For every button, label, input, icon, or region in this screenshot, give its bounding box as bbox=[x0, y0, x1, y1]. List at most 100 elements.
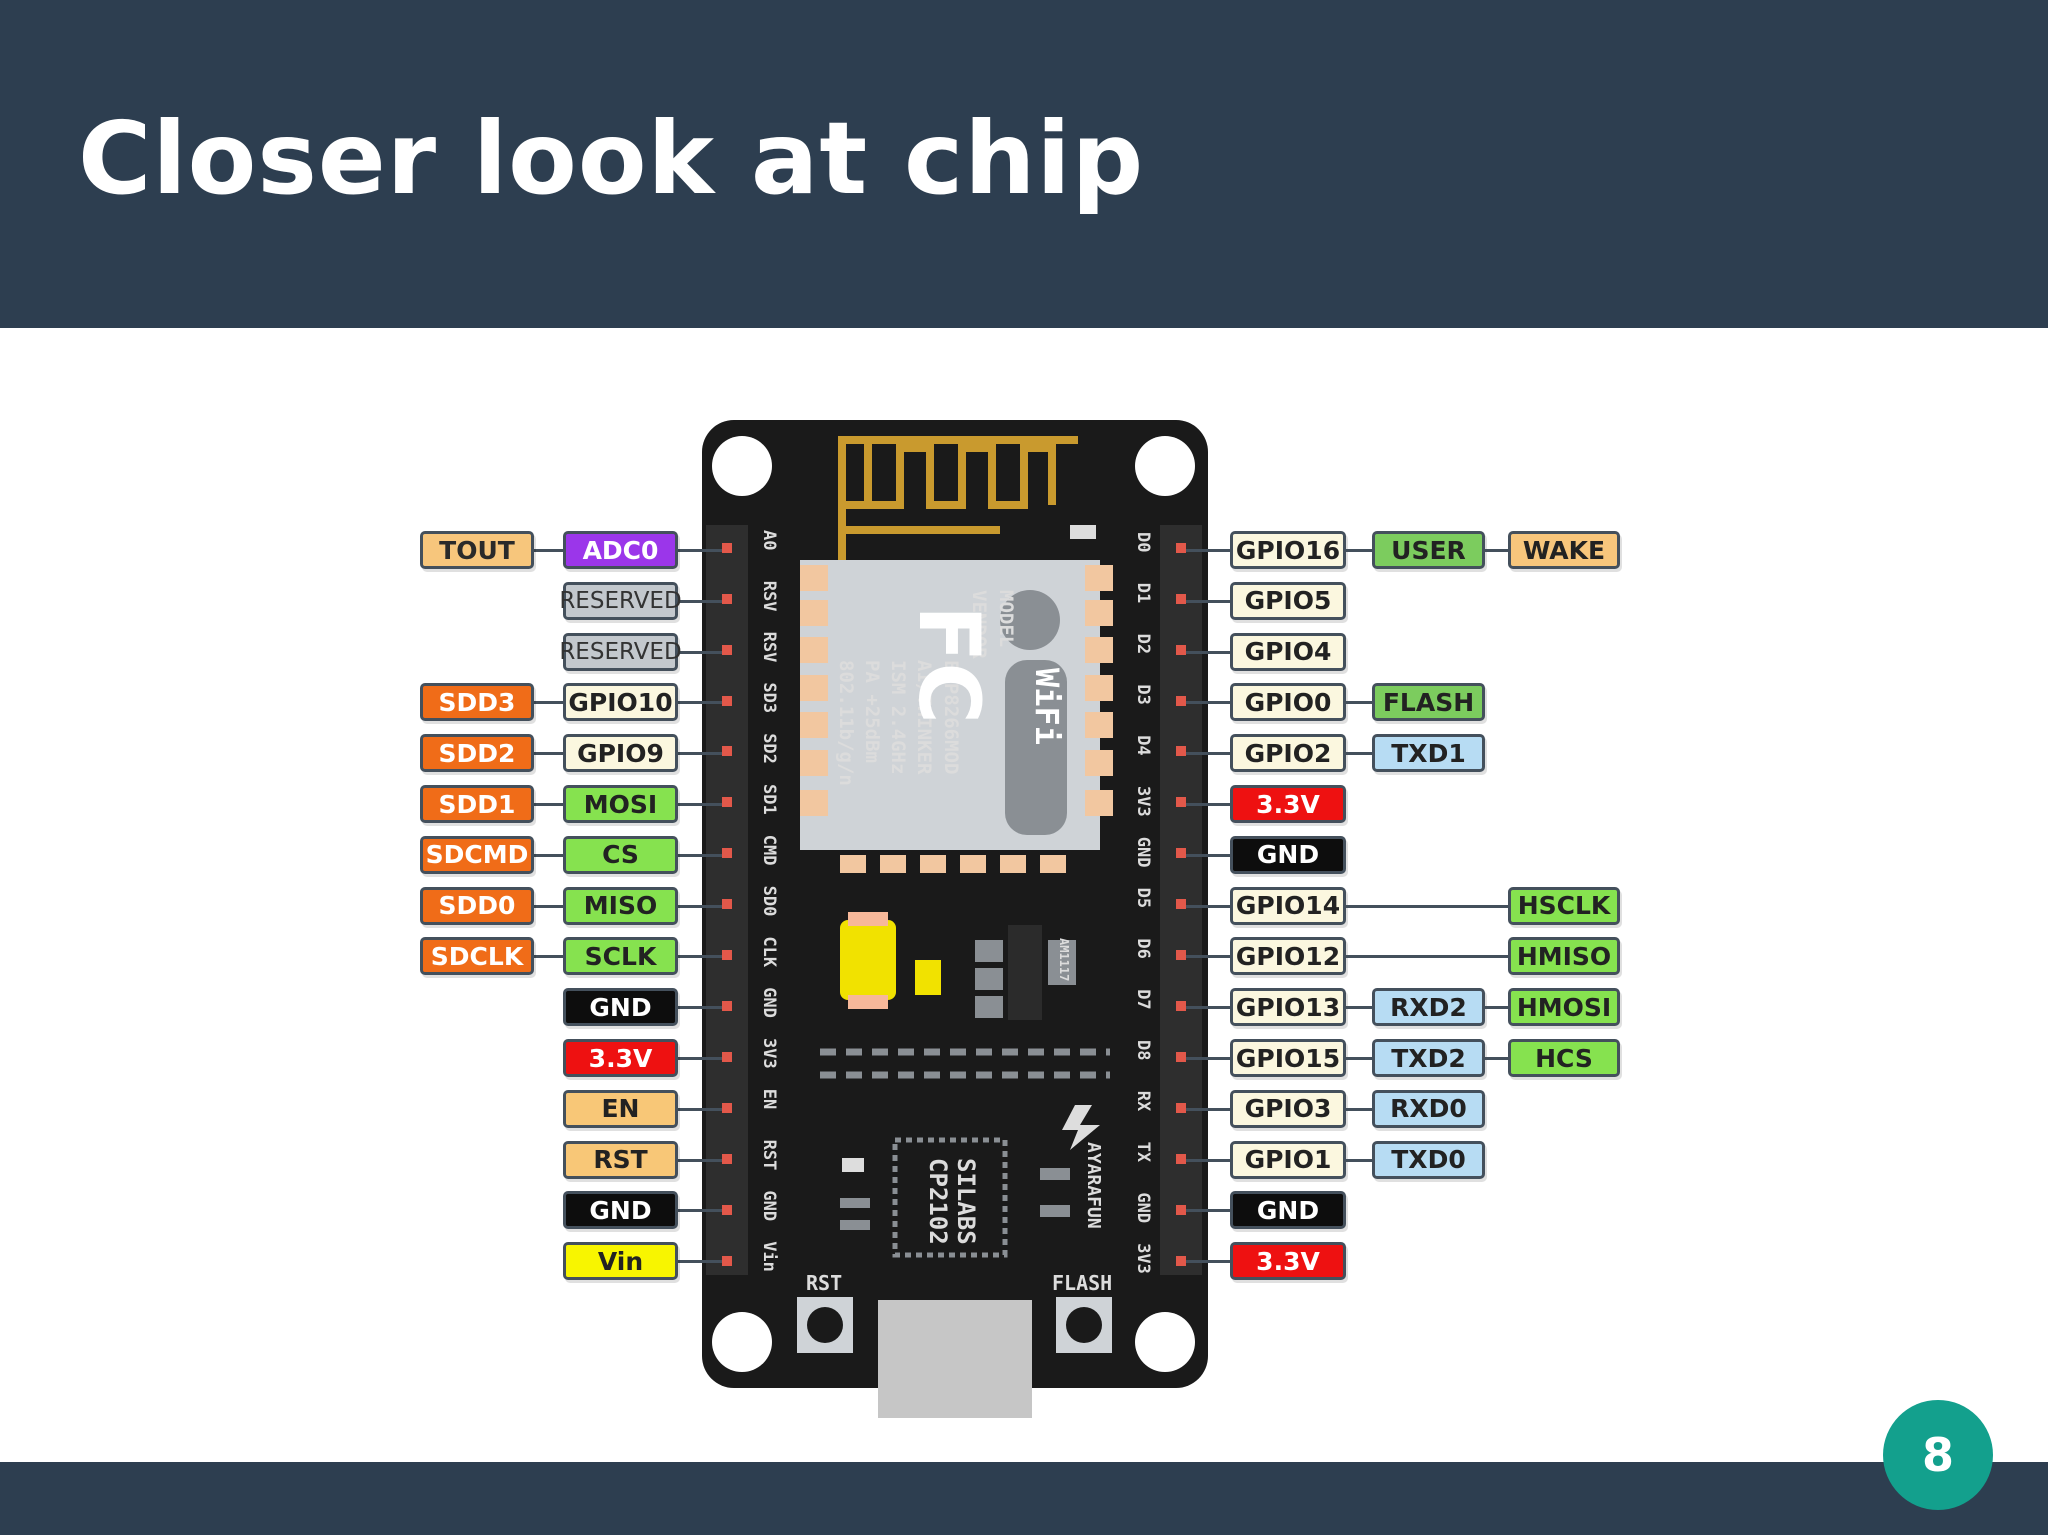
pin-connector bbox=[532, 904, 565, 908]
pin-connector bbox=[676, 549, 722, 552]
left-pin-label: GND bbox=[563, 1191, 678, 1230]
regulator-chip bbox=[1008, 925, 1042, 1020]
pin-connector bbox=[532, 701, 565, 705]
pin-connector bbox=[1186, 803, 1232, 806]
left-silk-text: SD0 bbox=[759, 886, 779, 917]
smd-rows bbox=[820, 1048, 1110, 1079]
right-pin-label: GPIO5 bbox=[1230, 581, 1346, 620]
module-band-text: ISM 2.4GHz bbox=[887, 660, 909, 774]
right-pin-label: GPIO3 bbox=[1230, 1089, 1346, 1128]
pin-connector bbox=[676, 1209, 722, 1213]
left-pin-label: GND bbox=[563, 988, 678, 1027]
right-silk-text: D5 bbox=[1133, 888, 1153, 908]
module-name-text: ESP8266MOD bbox=[940, 660, 962, 774]
pin-connector bbox=[1483, 1006, 1512, 1010]
right-silk-text: 3V3 bbox=[1133, 1243, 1153, 1274]
left-pin-label: GPIO10 bbox=[563, 683, 678, 722]
right-pin-label: 3.3V bbox=[1230, 785, 1346, 823]
module-vendor-text: VENDOR bbox=[968, 590, 990, 659]
left-alt-label: SDCLK bbox=[420, 937, 534, 976]
left-pin-label: SCLK bbox=[563, 937, 678, 976]
right-pin-label: GND bbox=[1230, 835, 1346, 874]
module-power-text: PA +25dBm bbox=[861, 660, 883, 763]
left-pin-label: RST bbox=[563, 1140, 678, 1179]
right-silk-text: D8 bbox=[1133, 1040, 1153, 1060]
right-silk-text: 3V3 bbox=[1133, 786, 1153, 817]
pin-connector bbox=[1186, 1209, 1232, 1213]
usb-chip-brand-text: SILABS bbox=[952, 1158, 980, 1245]
pin-connector bbox=[1344, 701, 1374, 705]
pin-connector bbox=[676, 1057, 722, 1060]
right-silk-text: TX bbox=[1133, 1142, 1153, 1163]
mount-hole-bl bbox=[712, 1312, 772, 1372]
left-pin-label: ADC0 bbox=[563, 531, 678, 569]
pin-connector bbox=[1344, 1057, 1374, 1060]
regulator-text: AM1117 bbox=[1057, 938, 1071, 981]
slide-title: Closer look at chip bbox=[78, 100, 1145, 217]
brand-text: AYARAFUN bbox=[1083, 1142, 1104, 1229]
pin-connector bbox=[676, 1006, 722, 1010]
pin-connector bbox=[1483, 549, 1512, 552]
pin-connector bbox=[676, 701, 722, 705]
pin-connector bbox=[1186, 904, 1232, 908]
mount-hole-tl bbox=[712, 436, 772, 496]
left-alt-label: SDD1 bbox=[420, 785, 534, 823]
pin-connector bbox=[1344, 1006, 1374, 1010]
right-pin-label: GPIO16 bbox=[1230, 531, 1346, 569]
antenna-trace bbox=[838, 436, 1078, 560]
left-silk-text: SD3 bbox=[759, 682, 779, 713]
pin-connector bbox=[1483, 1057, 1512, 1060]
module-maker-text: AI/THINKER bbox=[913, 660, 935, 775]
right-alt-label: FLASH bbox=[1372, 683, 1485, 722]
pin-connector bbox=[1186, 650, 1232, 654]
left-pin-label: RESERVED bbox=[559, 581, 682, 620]
led-top bbox=[1070, 525, 1096, 539]
pin-connector bbox=[1186, 1260, 1232, 1264]
left-silk-text: SD1 bbox=[759, 784, 779, 815]
right-silk-text: GND bbox=[1133, 1192, 1153, 1223]
header-pins bbox=[722, 543, 1186, 1266]
wifi-mark-text: WiFi bbox=[1028, 668, 1066, 745]
left-silk-text: 3V3 bbox=[759, 1038, 779, 1069]
fcc-mark-text: FC bbox=[900, 605, 998, 724]
right-alt-label: RXD0 bbox=[1372, 1089, 1485, 1128]
left-silk-text: GND bbox=[759, 1190, 779, 1221]
left-silk-text: Vin bbox=[759, 1241, 779, 1272]
left-silk-text: CLK bbox=[759, 936, 779, 967]
power-bolt-icon bbox=[1062, 1105, 1100, 1150]
left-alt-label: SDD0 bbox=[420, 886, 534, 925]
left-pin-label: CS bbox=[563, 835, 678, 874]
right-func-label: HSCLK bbox=[1508, 886, 1620, 925]
mount-hole-br bbox=[1135, 1312, 1195, 1372]
pin-connector bbox=[676, 1158, 722, 1162]
right-pin-label: GPIO15 bbox=[1230, 1039, 1346, 1077]
right-silk-text: GND bbox=[1133, 837, 1153, 868]
right-func-label: HCS bbox=[1508, 1039, 1620, 1077]
pin-connector bbox=[1186, 955, 1232, 959]
module-pads bbox=[800, 565, 1113, 873]
pin-connector bbox=[532, 803, 565, 806]
pin-connector bbox=[676, 752, 722, 756]
right-pin-label: GPIO1 bbox=[1230, 1140, 1346, 1179]
wifi-badge bbox=[1005, 660, 1067, 835]
left-silk-text: RSV bbox=[759, 581, 779, 612]
right-func-label: HMOSI bbox=[1508, 988, 1620, 1027]
left-pin-label: MISO bbox=[563, 886, 678, 925]
right-pin-label: 3.3V bbox=[1230, 1242, 1346, 1281]
pin-connector bbox=[1186, 549, 1232, 552]
pin-connector bbox=[1344, 752, 1374, 756]
pin-connector bbox=[532, 752, 565, 756]
capacitor-small bbox=[915, 960, 941, 995]
pin-connector bbox=[676, 853, 722, 857]
usb-uart-chip bbox=[892, 1137, 1008, 1258]
right-pin-label: GPIO14 bbox=[1230, 886, 1346, 925]
pin-connector bbox=[1186, 752, 1232, 756]
pin-connector bbox=[1186, 701, 1232, 705]
pin-connector bbox=[676, 650, 722, 654]
left-silk-text: SD2 bbox=[759, 733, 779, 764]
right-silk-text: D4 bbox=[1133, 735, 1153, 755]
mount-hole-tr bbox=[1135, 436, 1195, 496]
left-silk-text: A0 bbox=[759, 530, 779, 550]
pin-connector bbox=[1344, 1107, 1374, 1111]
